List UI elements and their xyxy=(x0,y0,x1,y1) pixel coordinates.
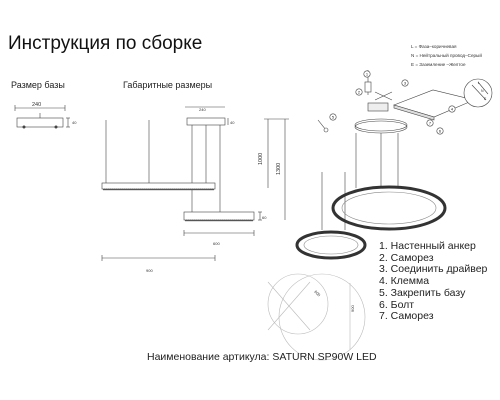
wiring-legend: L = Фаза–коричневая N = Нейтральный пров… xyxy=(411,44,482,67)
callout-6: 6 xyxy=(439,129,442,134)
callout-3: 3 xyxy=(404,81,407,86)
assembly-drawing xyxy=(295,70,493,260)
legend-neutral: N = Нейтральный провод–Серый xyxy=(411,53,482,58)
drop-max-value: 1300 xyxy=(276,163,282,175)
part-item: 2. Саморез xyxy=(379,251,434,264)
base-height-value: 40 xyxy=(72,120,77,125)
top-view-small-value: 600 xyxy=(313,289,322,298)
small-ring-height-value: 60 xyxy=(262,215,267,220)
part-item: 4. Клемма xyxy=(379,275,430,288)
overall-dimensions-label: Габаритные размеры xyxy=(123,80,213,90)
top-view-drawing xyxy=(267,273,366,361)
callout-5: 5 xyxy=(332,115,335,120)
canopy-width-value: 240 xyxy=(199,107,206,112)
wire-label-n: N xyxy=(481,89,484,93)
legend-earth: E = Заземление –Желтое xyxy=(411,62,466,67)
part-item: 7. Саморез xyxy=(379,310,434,323)
part-item: 5. Закрепить базу xyxy=(379,286,466,299)
base-size-label: Размер базы xyxy=(11,80,65,90)
base-width-value: 240 xyxy=(32,102,41,108)
callout-1: 1 xyxy=(366,72,369,77)
callout-2: 2 xyxy=(358,90,361,95)
legend-phase: L = Фаза–коричневая xyxy=(411,44,457,49)
part-item: 3. Соединить драйвер xyxy=(379,263,488,276)
base-drawing xyxy=(14,105,70,129)
parts-list: 1. Настенный анкер 2. Саморез 3. Соедини… xyxy=(379,240,488,323)
part-item: 1. Настенный анкер xyxy=(379,240,476,252)
article-name-caption: Наименование артикула: SATURN SP90W LED xyxy=(147,351,377,363)
small-ring-diameter-value: 600 xyxy=(213,241,220,246)
large-ring-diameter-value: 900 xyxy=(146,268,153,273)
canopy-height-value: 40 xyxy=(230,120,235,125)
callout-4: 4 xyxy=(451,107,454,112)
callout-7: 7 xyxy=(429,121,432,126)
wire-label-l: L xyxy=(478,81,480,85)
side-view-drawing xyxy=(101,106,289,261)
page-title: Инструкция по сборке xyxy=(8,33,203,54)
wire-label-e: E xyxy=(484,97,487,101)
drop-min-value: 1000 xyxy=(258,153,264,165)
top-view-large-value: 900 xyxy=(350,305,355,312)
part-item: 6. Болт xyxy=(379,298,415,311)
